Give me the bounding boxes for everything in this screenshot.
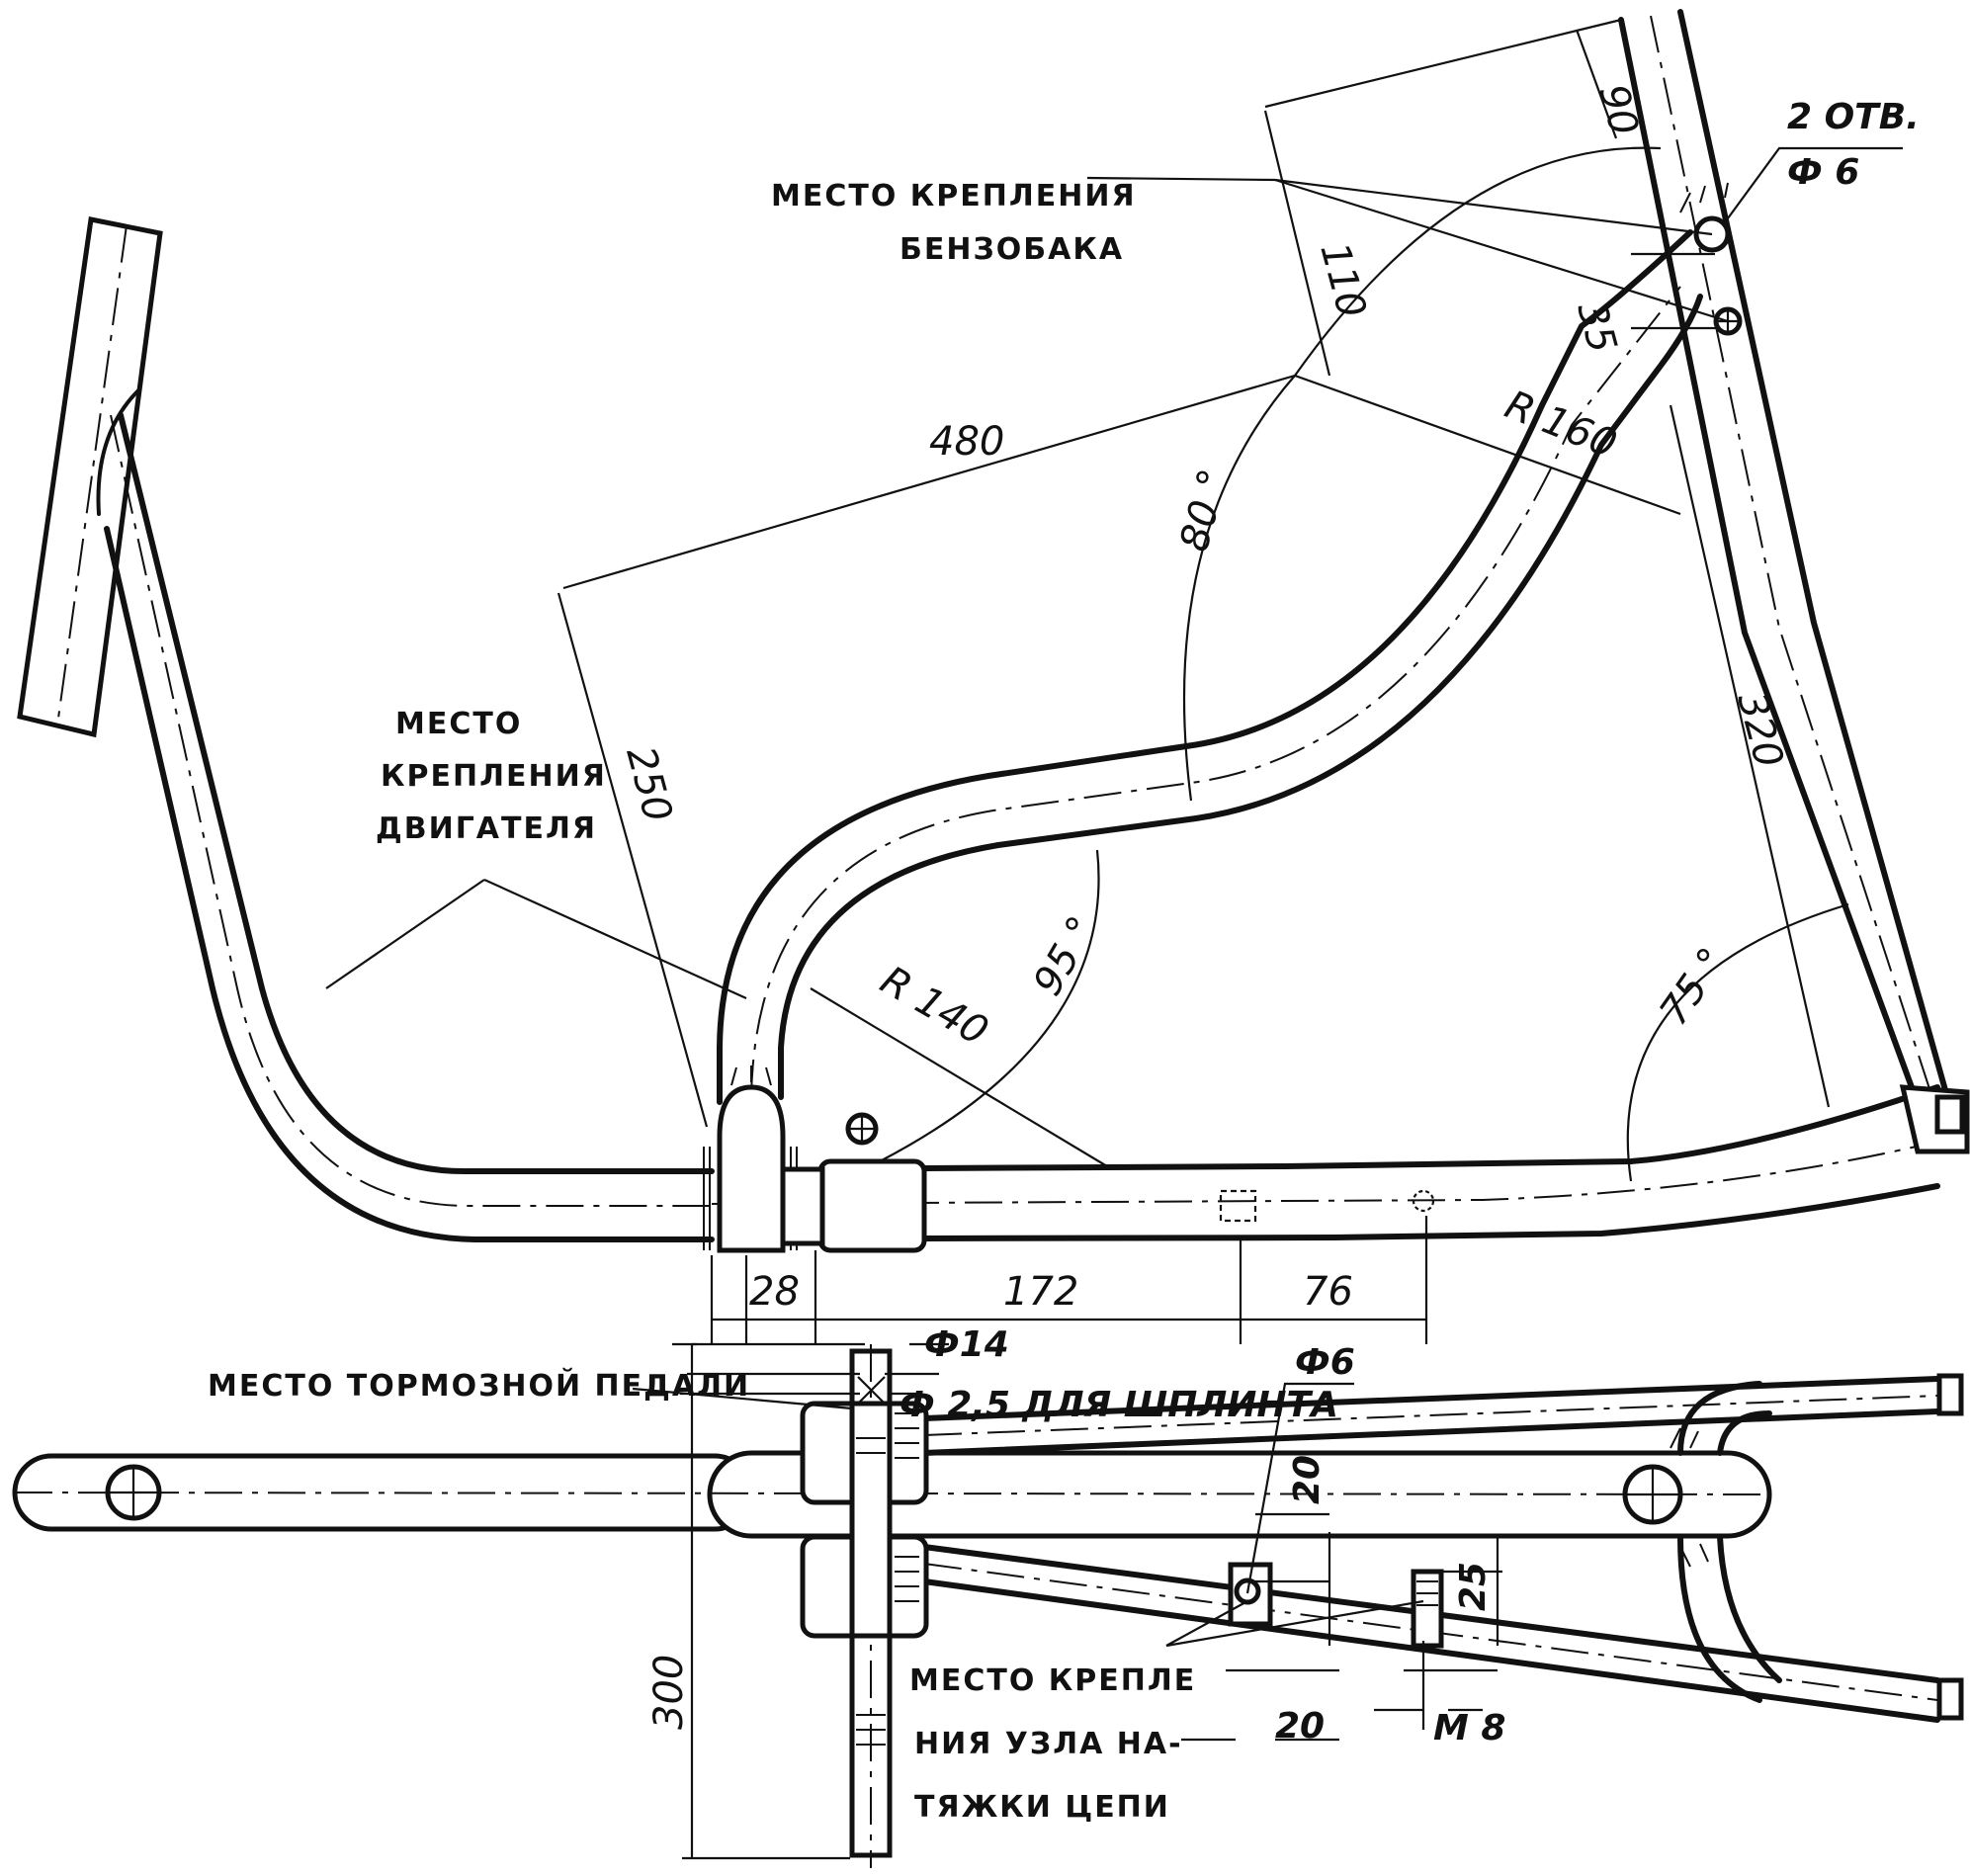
dim-300: 300: [646, 1655, 692, 1730]
rear-stay-side: [1618, 9, 1950, 1120]
dim-20-horizontal: 20: [1275, 1706, 1325, 1747]
seat-tube-s: [717, 229, 1703, 1105]
chain-tensioner-label-line3: ТЯЖКИ ЦЕПИ: [914, 1790, 1170, 1825]
chain-tensioner-label-line1: МЕСТО КРЕПЛЕ: [909, 1663, 1196, 1698]
dim-80-angle: 80 °: [1171, 465, 1237, 556]
cotter-pin-label: Ф 2,5 ДЛЯ ШПЛИНТА: [899, 1385, 1338, 1425]
engine-u-bracket: [703, 1066, 798, 1253]
dim-phi14: Ф14: [924, 1324, 1009, 1365]
top-view-labels: МЕСТО ТОРМОЗНОЙ ПЕДАЛИ Ф 2,5 ДЛЯ ШПЛИНТА…: [208, 1324, 1505, 1825]
steering-head-tube: [17, 216, 163, 738]
dim-25: 25: [1453, 1562, 1494, 1611]
leaders-top: [632, 1382, 1424, 1648]
chain-stay-side: [711, 1084, 1940, 1241]
dim-480: 480: [929, 419, 1004, 465]
top-main-tube: [12, 1450, 1772, 1539]
chain-tensioner-label-line2: НИЯ УЗЛА НА-: [914, 1727, 1183, 1761]
dim-172: 172: [1003, 1269, 1078, 1315]
fuel-tank-label-line1: МЕСТО КРЕПЛЕНИЯ: [771, 179, 1137, 213]
lower-frame-tube: [96, 388, 715, 1242]
dim-95-angle: 95 °: [1025, 909, 1106, 1003]
dim-110: 110: [1311, 238, 1374, 323]
holes-label: 2 ОТВ.: [1787, 97, 1920, 137]
brake-pedal-label: МЕСТО ТОРМОЗНОЙ ПЕДАЛИ: [208, 1368, 750, 1404]
dim-320: 320: [1728, 688, 1791, 773]
top-view: МЕСТО ТОРМОЗНОЙ ПЕДАЛИ Ф 2,5 ДЛЯ ШПЛИНТА…: [12, 1324, 1964, 1868]
chain-tensioner-mounts: [1228, 1562, 1444, 1649]
leaders-side: [325, 176, 1729, 1000]
phi6-top-label: Ф 6: [1787, 152, 1859, 193]
fuel-tank-label-line2: БЕНЗОБАКА: [899, 232, 1124, 267]
engine-label-line2: КРЕПЛЕНИЯ: [381, 759, 607, 794]
dim-20-vertical: 20: [1287, 1455, 1328, 1504]
dimension-lines-top: [672, 1342, 1502, 1860]
dim-76: 76: [1303, 1269, 1353, 1315]
dim-90: 90: [1589, 80, 1647, 140]
tube-markers: [1219, 1189, 1435, 1223]
dim-28: 28: [749, 1269, 800, 1315]
dim-m8: М 8: [1433, 1708, 1505, 1748]
dim-phi6-bottom: Ф6: [1295, 1342, 1355, 1383]
dim-250: 250: [617, 742, 680, 827]
rear-dropout: [1899, 1084, 1970, 1154]
side-view-labels: МЕСТО КРЕПЛЕНИЯ БЕНЗОБАКА МЕСТО КРЕПЛЕНИ…: [376, 80, 1920, 1315]
dimension-lines-side: [557, 18, 1903, 1344]
fuel-tank-holes: [1679, 182, 1743, 336]
dim-r140: R 140: [873, 958, 995, 1055]
dim-35: 35: [1568, 298, 1625, 358]
bottom-bracket: [780, 1112, 927, 1253]
top-pedal-shaft: [800, 1344, 929, 1868]
side-view: МЕСТО КРЕПЛЕНИЯ БЕНЗОБАКА МЕСТО КРЕПЛЕНИ…: [17, 9, 1970, 1344]
engine-label-line3: ДВИГАТЕЛЯ: [376, 811, 597, 846]
engine-label-line1: МЕСТО: [395, 707, 522, 741]
